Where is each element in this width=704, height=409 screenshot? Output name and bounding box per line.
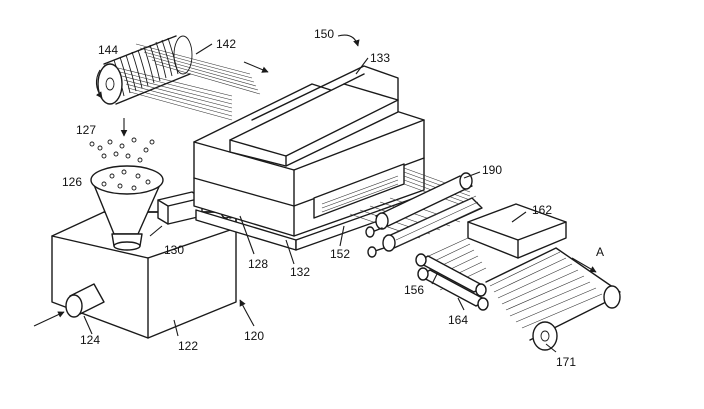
label-127: 127 bbox=[76, 123, 96, 137]
label-122: 122 bbox=[178, 339, 198, 353]
reference-labels: 144 142 150 133 127 126 190 162 130 128 … bbox=[62, 27, 604, 369]
hopper bbox=[90, 165, 164, 251]
feed-roll bbox=[95, 35, 261, 121]
label-190: 190 bbox=[482, 163, 502, 177]
motor-box bbox=[157, 191, 203, 225]
forming-unit bbox=[193, 65, 427, 251]
inlet-port bbox=[33, 283, 105, 327]
fiber-bundle bbox=[117, 43, 261, 121]
label-171: 171 bbox=[556, 355, 576, 369]
leaders bbox=[83, 34, 597, 353]
label-150: 150 bbox=[314, 27, 334, 41]
label-162: 162 bbox=[532, 203, 552, 217]
label-156: 156 bbox=[404, 283, 424, 297]
laminator bbox=[415, 203, 567, 311]
label-132: 132 bbox=[290, 265, 310, 279]
label-130: 130 bbox=[164, 243, 184, 257]
nip-rollers bbox=[365, 172, 483, 258]
output-belt bbox=[485, 247, 621, 351]
label-164: 164 bbox=[448, 313, 468, 327]
label-a: A bbox=[596, 245, 604, 259]
label-124: 124 bbox=[80, 333, 100, 347]
label-144: 144 bbox=[98, 43, 118, 57]
extruder bbox=[33, 165, 263, 339]
label-152: 152 bbox=[330, 247, 350, 261]
label-128: 128 bbox=[248, 257, 268, 271]
particles bbox=[89, 137, 155, 163]
label-142: 142 bbox=[216, 37, 236, 51]
label-126: 126 bbox=[62, 175, 82, 189]
label-133: 133 bbox=[370, 51, 390, 65]
particle-drop bbox=[89, 118, 155, 163]
label-120: 120 bbox=[244, 329, 264, 343]
